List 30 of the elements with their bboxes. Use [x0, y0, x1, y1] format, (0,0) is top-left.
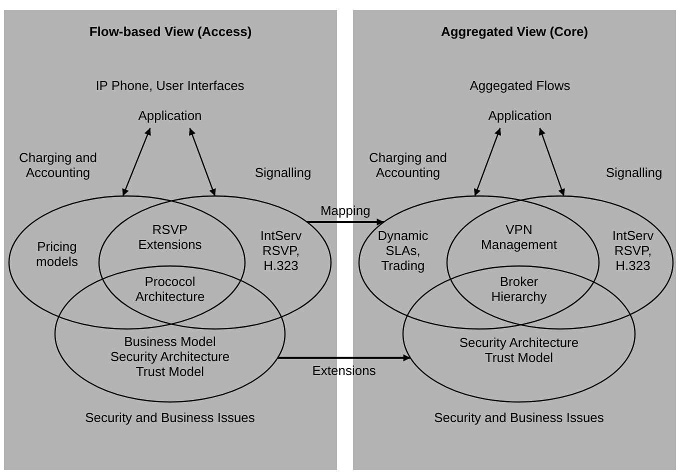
overlap-label: RSVP Extensions — [137, 222, 203, 252]
panel-title: Aggregated View (Core) — [440, 24, 590, 39]
area-heading: Charging and Accounting — [368, 150, 448, 180]
area-text: Security and Business Issues — [84, 410, 256, 425]
area-text: Security and Business Issues — [433, 410, 605, 425]
arrow — [307, 218, 384, 226]
node-label: Application — [487, 108, 553, 123]
edge-label: Extensions — [311, 362, 377, 378]
caption-text: IP Phone, User Interfaces — [94, 78, 246, 93]
overlap-label: Prococol Architecture — [134, 274, 206, 304]
area-heading: Signalling — [604, 165, 664, 180]
area-text: Pricing models — [35, 239, 79, 269]
area-text: Dynamic SLAs, Trading — [376, 228, 430, 273]
arrow — [278, 354, 410, 362]
edge-label: Mapping — [319, 203, 372, 218]
node-label: Application — [137, 108, 203, 123]
area-heading: Signalling — [254, 165, 312, 180]
overlap-label: Broker Hierarchy — [490, 274, 548, 304]
area-heading: Charging and Accounting — [18, 150, 98, 180]
area-text: IntServ RSVP, H.323 — [611, 228, 655, 273]
overlap-label: VPN Management — [480, 222, 558, 252]
arrow — [474, 128, 502, 196]
caption-text: Aggegated Flows — [468, 78, 572, 93]
area-heading: Business Model Security Architecture Trust Model — [109, 334, 231, 379]
area-text: IntServ RSVP, H.323 — [259, 228, 303, 273]
area-heading: Security Architecture Trust Model — [458, 335, 580, 365]
panel-title: Flow-based View (Access) — [88, 24, 253, 39]
arrow — [538, 128, 565, 196]
arrow — [188, 128, 216, 196]
arrow — [122, 128, 151, 196]
